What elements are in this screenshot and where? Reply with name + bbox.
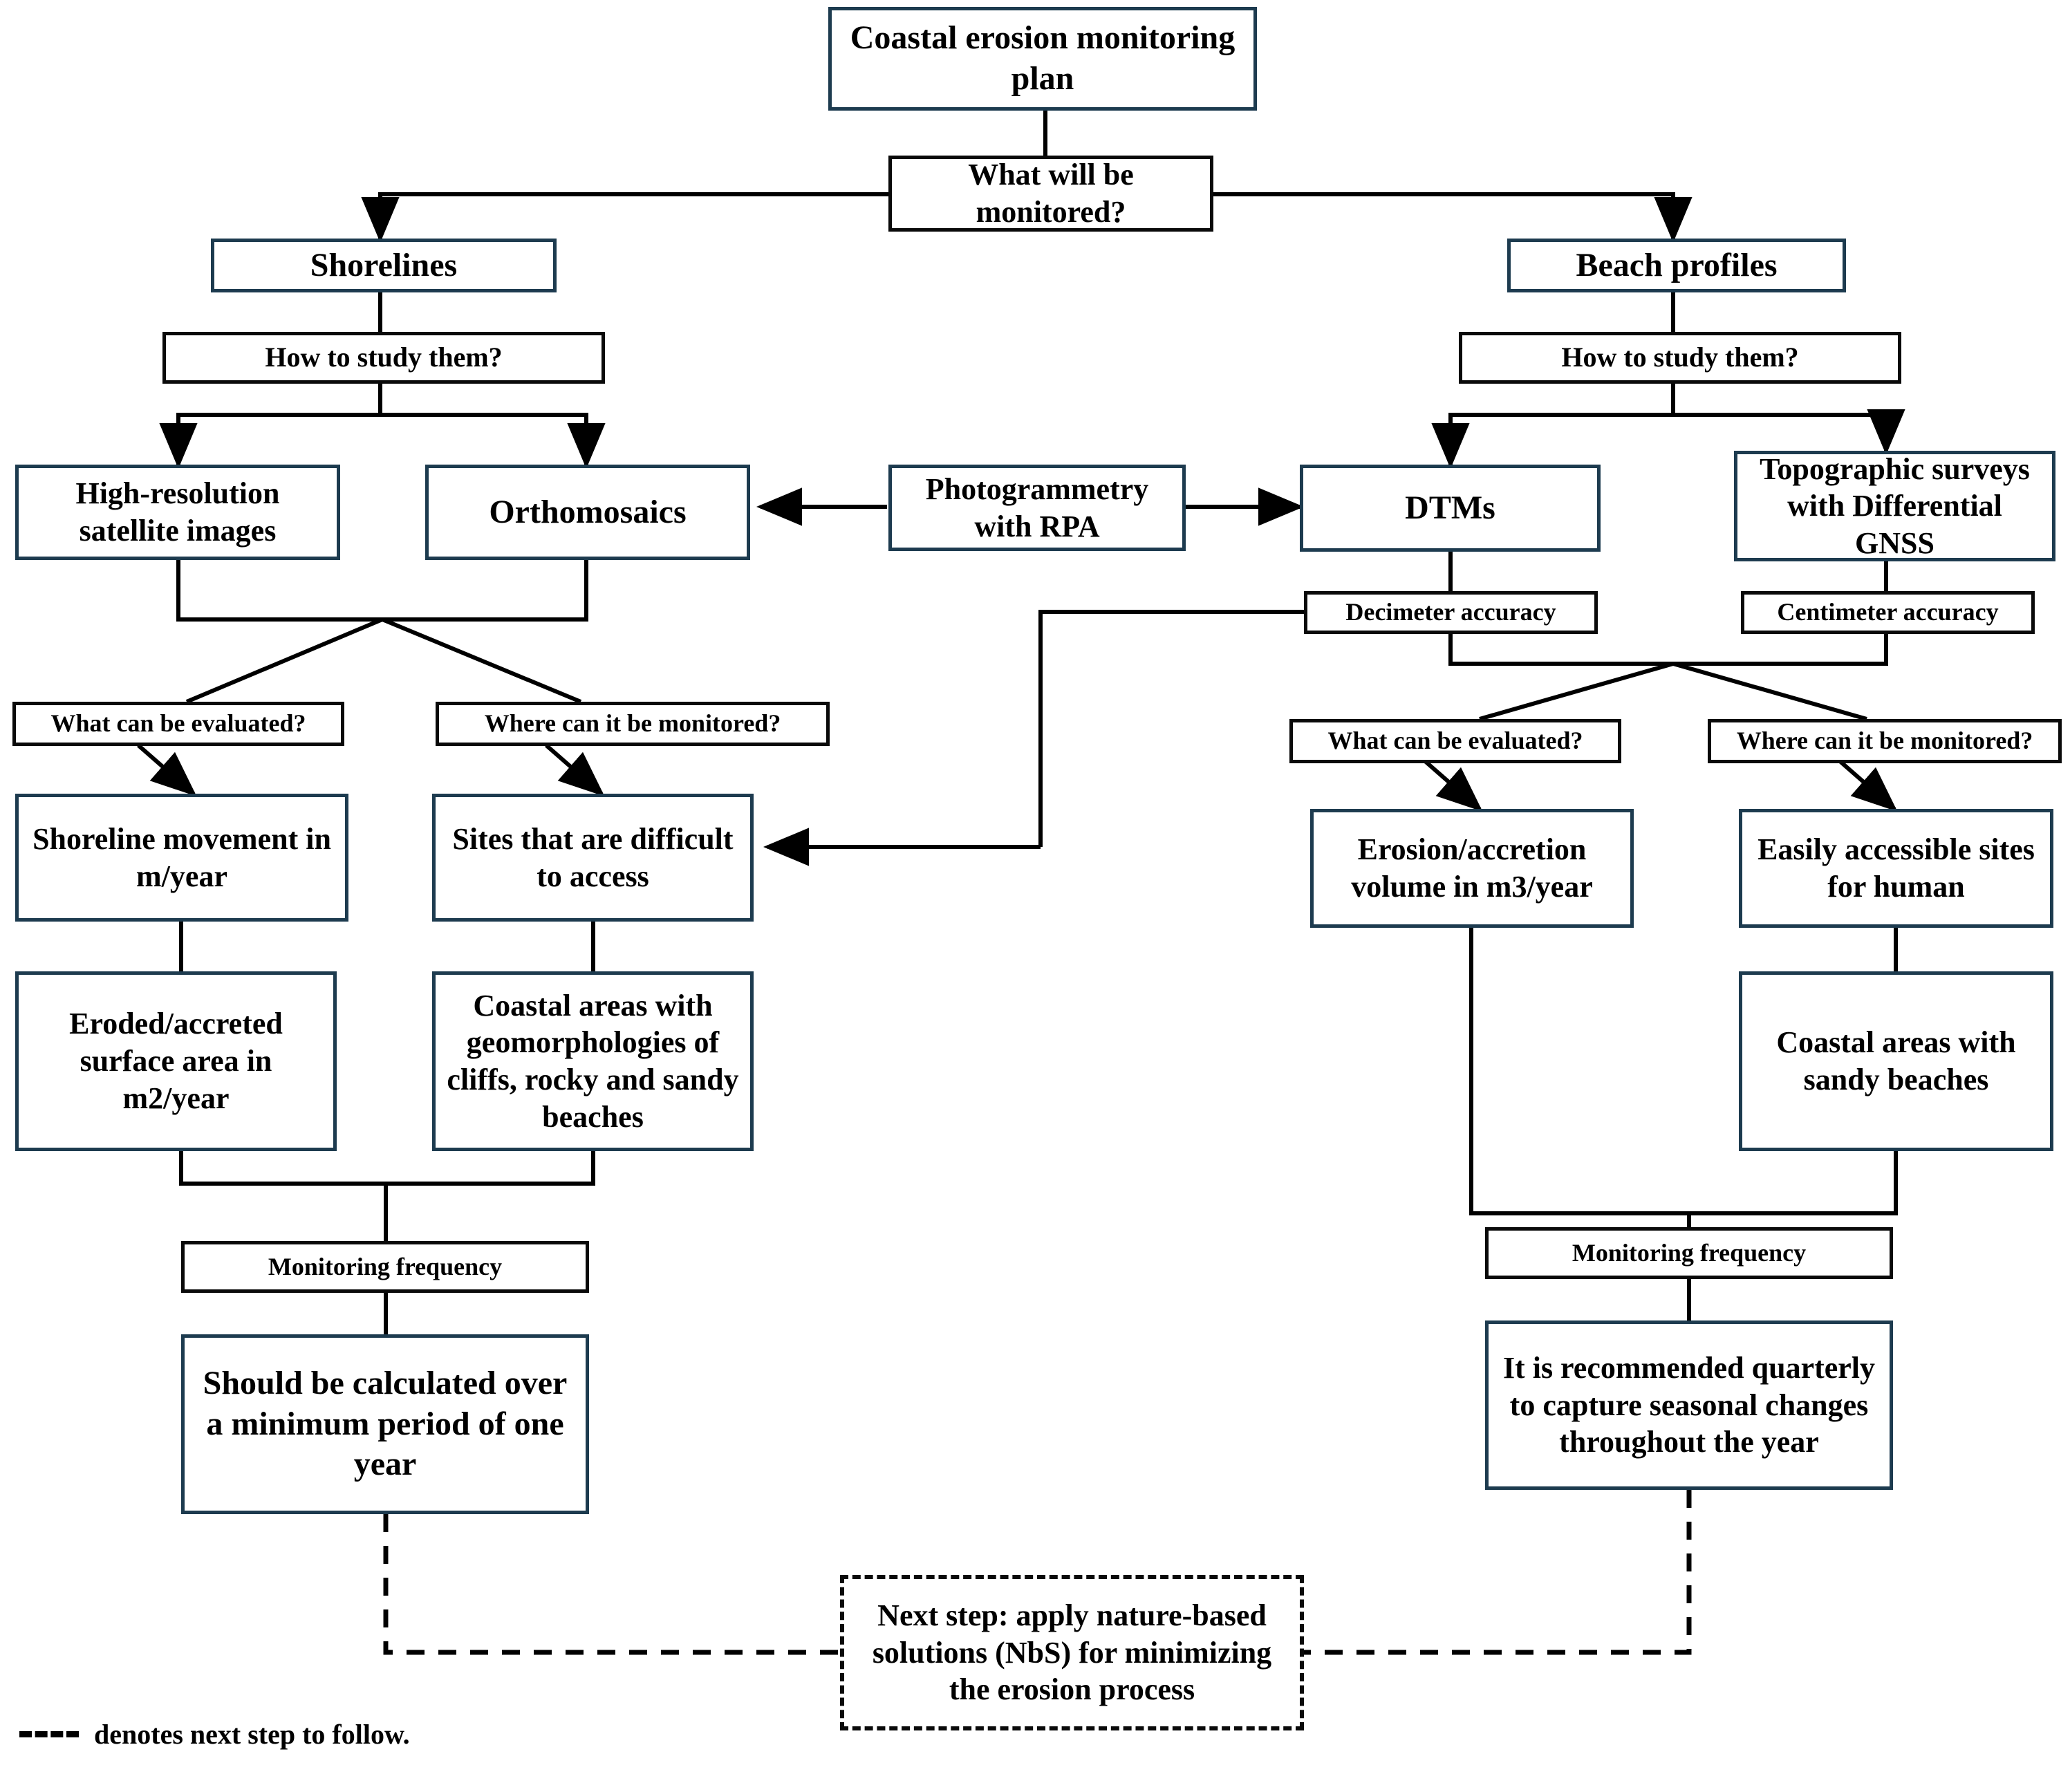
wire-decimeter-route <box>1038 610 1304 847</box>
node-question-what-monitored[interactable]: What will be monitored? <box>888 156 1213 232</box>
node-coastal-geomorphologies[interactable]: Coastal areas with geomorphologies of cl… <box>432 971 754 1151</box>
node-question-where-left[interactable]: Where can it be monitored? <box>436 702 830 746</box>
node-monitoring-frequency-right[interactable]: Monitoring frequency <box>1485 1227 1893 1279</box>
node-beach-profiles[interactable]: Beach profiles <box>1507 239 1846 292</box>
wire-left-converge-to-qwhere <box>381 617 582 704</box>
node-erosion-accretion-volume[interactable]: Erosion/accretion volume in m3/year <box>1310 809 1634 928</box>
node-root[interactable]: Coastal erosion monitoring plan <box>828 7 1257 111</box>
node-monitoring-frequency-left[interactable]: Monitoring frequency <box>181 1241 589 1293</box>
wire-quarterly-to-nextstep <box>1304 1490 1692 1655</box>
wire-sandy-to-freq <box>1689 1151 1898 1215</box>
wire-erosionvol-to-freq <box>1469 928 1689 1215</box>
node-shoreline-movement[interactable]: Shoreline movement in m/year <box>15 794 348 922</box>
dashed-line-icon <box>19 1731 79 1737</box>
wire-qwhere-left-to-sites <box>545 743 605 796</box>
wire-group <box>137 111 1905 1334</box>
node-coastal-sandy-beaches[interactable]: Coastal areas with sandy beaches <box>1739 971 2053 1151</box>
node-next-step-nbs[interactable]: Next step: apply nature-based solutions … <box>840 1575 1304 1730</box>
legend: denotes next step to follow. <box>19 1718 410 1751</box>
node-question-how-study-right[interactable]: How to study them? <box>1459 332 1901 384</box>
node-shorelines[interactable]: Shorelines <box>211 239 557 292</box>
wire-q1-to-shorelines <box>361 192 888 243</box>
wire-left-pair-converge <box>179 1151 595 1186</box>
node-question-where-right[interactable]: Where can it be monitored? <box>1708 719 2062 763</box>
node-question-evaluated-left[interactable]: What can be evaluated? <box>12 702 344 746</box>
wire-right-converge-to-qwhere <box>1672 662 1867 721</box>
node-photogrammetry-rpa[interactable]: Photogrammetry with RPA <box>888 465 1186 551</box>
wire-calc-to-nextstep <box>383 1514 840 1655</box>
node-decimeter-accuracy[interactable]: Decimeter accuracy <box>1304 591 1598 634</box>
node-satellite-images[interactable]: High-resolution satellite images <box>15 465 340 560</box>
wire-left-converge-to-qeval <box>185 617 384 704</box>
wire-right-converge <box>1448 633 1888 666</box>
node-centimeter-accuracy[interactable]: Centimeter accuracy <box>1741 591 2035 634</box>
node-calculated-one-year[interactable]: Should be calculated over a minimum peri… <box>181 1334 589 1514</box>
node-eroded-accreted-surface[interactable]: Eroded/accreted surface area in m2/year <box>15 971 337 1151</box>
wire-left-converge <box>176 560 588 622</box>
node-question-evaluated-right[interactable]: What can be evaluated? <box>1289 719 1621 763</box>
wire-how-to-dtms <box>1431 384 1675 469</box>
node-sites-difficult-access[interactable]: Sites that are difficult to access <box>432 794 754 922</box>
node-topographic-surveys[interactable]: Topographic surveys with Differential GN… <box>1734 451 2055 561</box>
node-orthomosaics[interactable]: Orthomosaics <box>425 465 750 560</box>
wire-qeval-left-to-shorelinemove <box>137 743 197 796</box>
legend-text: denotes next step to follow. <box>94 1719 410 1750</box>
wire-how-to-satellite <box>159 384 382 469</box>
node-dtms[interactable]: DTMs <box>1300 465 1601 552</box>
wire-qwhere-right-to-easily <box>1838 758 1898 812</box>
wire-qeval-right-to-erosionvol <box>1423 758 1483 812</box>
wire-right-converge-to-qeval <box>1479 662 1674 721</box>
wire-how-to-topo <box>1673 409 1905 455</box>
wire-q1-to-beachprofiles <box>1203 192 1693 243</box>
node-easily-accessible-sites[interactable]: Easily accessible sites for human <box>1739 809 2053 928</box>
node-quarterly-recommendation[interactable]: It is recommended quarterly to capture s… <box>1485 1320 1893 1490</box>
wire-how-to-orthomosaics <box>380 413 606 469</box>
node-question-how-study-left[interactable]: How to study them? <box>162 332 605 384</box>
